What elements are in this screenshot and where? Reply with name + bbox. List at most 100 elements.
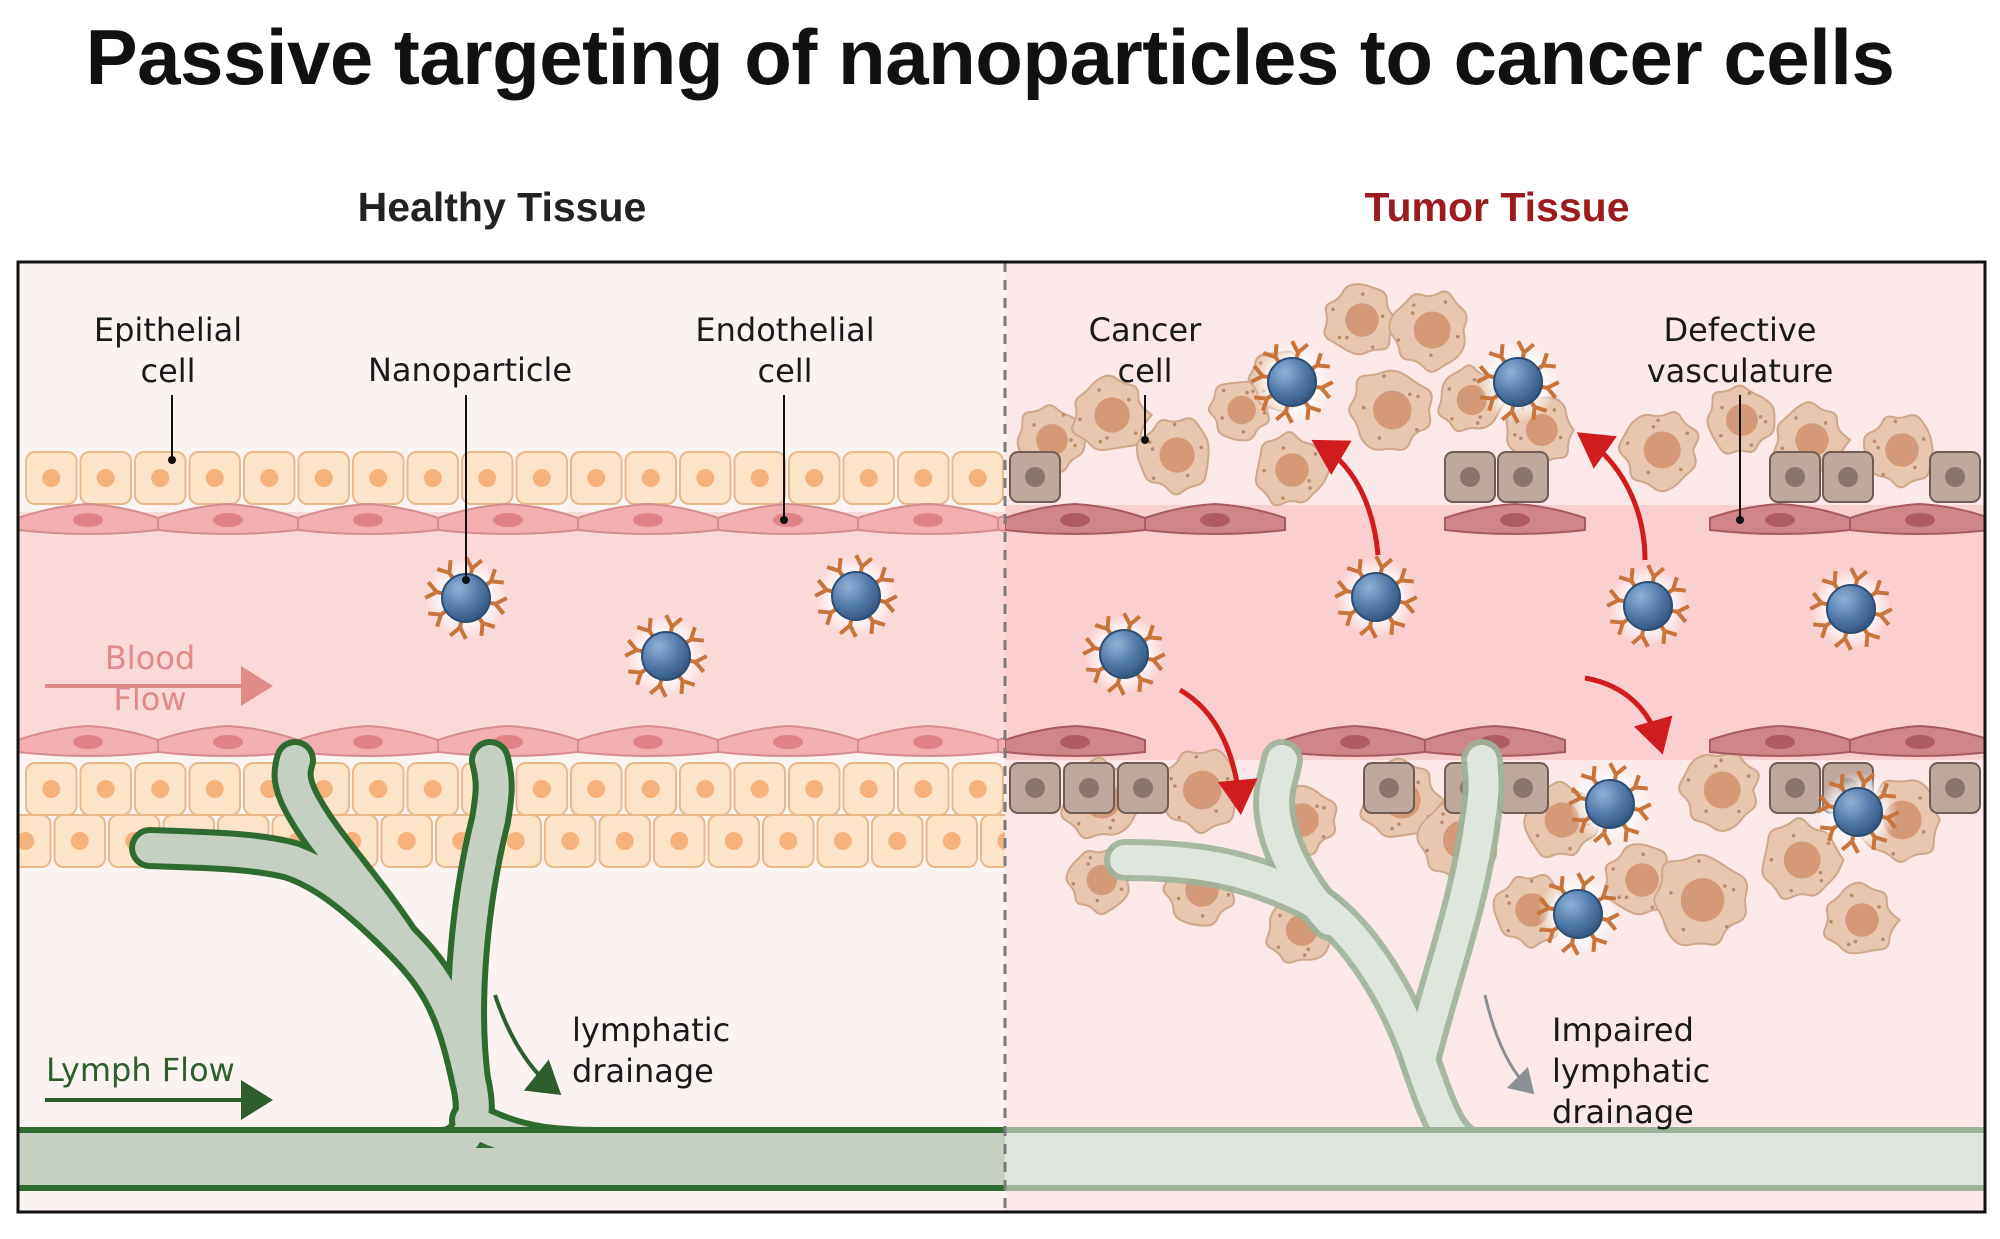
epithelial-cell [406, 451, 459, 505]
epithelial-cell [733, 762, 786, 816]
tumor-tissue-heading: Tumor Tissue [1364, 184, 1630, 230]
epithelial-cell [188, 762, 241, 816]
nanoparticle [1536, 872, 1620, 956]
lymph-flow-label: Lymph Flow [46, 1051, 235, 1089]
endothelial-cell [1444, 502, 1586, 535]
epithelial-cell [980, 814, 1005, 868]
lymphatic-vessel-lumen [451, 745, 509, 1095]
extravasation-arrow [1584, 675, 1673, 755]
cancer-cell [1706, 384, 1776, 455]
epithelial-cell [897, 451, 950, 505]
extravasation-arrow [1576, 432, 1648, 561]
nanoparticle [1476, 340, 1560, 424]
epithelial-cell [297, 451, 350, 505]
epithelial-cell [842, 762, 895, 816]
nanoparticle [814, 554, 898, 638]
tumor-endothelial-square-cell [1929, 451, 1981, 503]
endothelial-cell [157, 724, 299, 757]
nanoparticle [1568, 762, 1652, 846]
epithelial-cell [598, 814, 651, 868]
epithelial-cell [733, 451, 786, 505]
epithelial-cell [871, 814, 924, 868]
nanoparticle [1334, 555, 1418, 639]
impaired-lymph-trunk [1005, 1148, 1985, 1188]
epithelial-cell [25, 451, 78, 505]
impaired-lymphatic-vessel-lumen [1405, 745, 1499, 1075]
impaired-lymphatic-vessel-lumen [1110, 845, 1985, 1163]
tumor-endothelial-square-cell [1769, 451, 1821, 503]
tumor-endothelial-square-cell [1444, 451, 1496, 503]
impaired-drainage-arrow [1483, 994, 1535, 1095]
endothelial-cell [857, 724, 999, 757]
endothelial-cell [997, 514, 1005, 532]
cancer-cell [1761, 817, 1845, 900]
cancer-cell [1388, 290, 1468, 373]
epithelial-cell [624, 762, 677, 816]
endothelial-cell [1709, 724, 1851, 757]
cancer-cell [1157, 748, 1239, 834]
endothelial-cell [437, 502, 579, 535]
epithelial-cell [951, 762, 1004, 816]
epithelial-cell [788, 451, 841, 505]
epithelial-cell [624, 451, 677, 505]
tumor-endothelial-square-cell [1117, 762, 1169, 814]
cancer-cell [1618, 411, 1700, 493]
nanoparticle [1816, 770, 1900, 854]
epithelial-cell [79, 762, 132, 816]
epithelial-cell [380, 814, 433, 868]
epithelial-cell [352, 451, 405, 505]
healthy-tissue-heading: Healthy Tissue [357, 184, 647, 230]
cancer-cell [1254, 431, 1331, 507]
epithelial-cell [653, 814, 706, 868]
epithelial-cell [816, 814, 869, 868]
endothelial-cell [157, 502, 299, 535]
endothelial-cell [1284, 724, 1426, 757]
nanoparticle [1809, 567, 1893, 651]
endothelial-cell [1005, 724, 1146, 757]
epithelial-cell [788, 762, 841, 816]
epithelial-cell [707, 814, 760, 868]
epithelial-cell [134, 451, 187, 505]
epithelial-cell [18, 814, 52, 868]
cancer-cell [1348, 369, 1433, 451]
tumor-endothelial-square-cell [1009, 762, 1061, 814]
cancer-cell [1135, 417, 1210, 496]
epithelial-leader [168, 395, 176, 464]
epithelial-cell [897, 762, 950, 816]
epithelial-cell [842, 451, 895, 505]
endothelial-cell [1849, 502, 1985, 535]
endothelial-cell [997, 736, 1005, 754]
endothelial-cell [1005, 502, 1146, 535]
endothelial-cell [577, 502, 719, 535]
epithelial-cell [352, 762, 405, 816]
epithelial-cell [515, 451, 568, 505]
endothelial-cell [717, 724, 859, 757]
epithelial-cell [461, 451, 514, 505]
lymphatic-vessel-lumen [277, 745, 415, 955]
endothelial-cell [18, 724, 159, 757]
epithelial-cell [570, 451, 623, 505]
extravasation-arrow [1178, 687, 1258, 815]
nanoparticle [624, 614, 708, 698]
cancer-cell [1071, 374, 1154, 452]
epithelial-cell [243, 451, 296, 505]
epithelial-cell [134, 762, 187, 816]
epithelial-cell [188, 451, 241, 505]
diagram-frame [16, 260, 1987, 1214]
endothelial-cell [857, 502, 999, 535]
epithelial-cell [925, 814, 978, 868]
epithelial-cell [951, 451, 1004, 505]
tumor-endothelial-square-cell [1929, 762, 1981, 814]
nanoparticle [1082, 612, 1166, 696]
endothelial-leader [780, 395, 788, 524]
endothelial-cell [577, 724, 719, 757]
epithelial-cell [544, 814, 597, 868]
page-title: Passive targeting of nanoparticles to ca… [85, 13, 1895, 101]
